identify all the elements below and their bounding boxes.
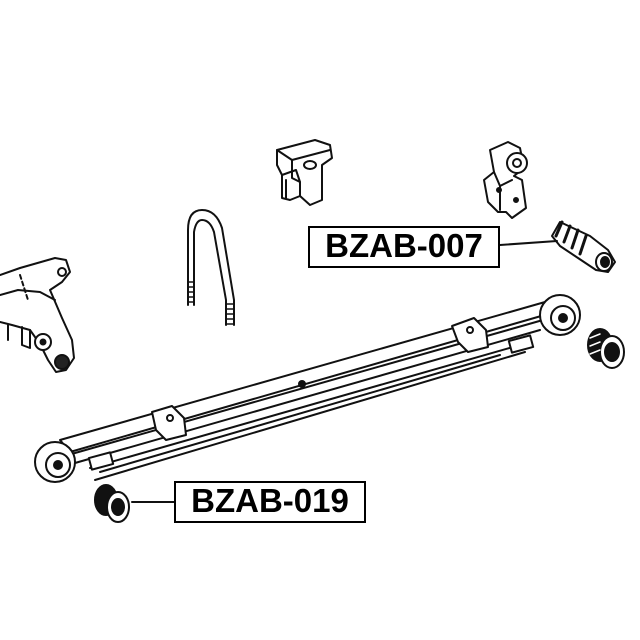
rear-eye-bushing-icon bbox=[587, 328, 625, 369]
part-label-bzab-007: BZAB-007 bbox=[308, 226, 500, 268]
part-label-bzab-019: BZAB-019 bbox=[174, 481, 366, 523]
shackle-icon bbox=[483, 141, 528, 219]
front-eye-bushing-icon bbox=[94, 484, 176, 523]
leaf-spring-icon bbox=[34, 294, 581, 483]
spring-seat-icon bbox=[276, 139, 333, 206]
u-bolt-icon bbox=[187, 209, 235, 326]
hanger-bracket-icon bbox=[0, 257, 75, 373]
shackle-bushing-icon bbox=[499, 220, 616, 273]
